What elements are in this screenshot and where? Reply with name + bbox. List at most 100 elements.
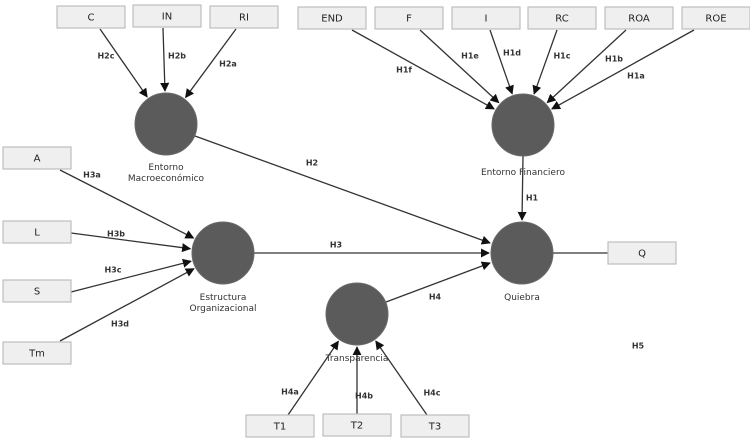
hypothesis-label-h4b: H4b [355,392,373,401]
latent-circle[interactable] [134,92,198,156]
path-roa-fin [546,29,627,104]
path-end-fin [351,29,495,110]
indicator-t1[interactable]: T1 [245,414,315,438]
indicator-label: ROA [628,14,650,25]
latent-circle[interactable] [325,282,389,346]
latent-circle[interactable] [490,221,554,285]
indicator-s[interactable]: S [2,279,72,303]
path-l-estr [70,232,192,253]
indicator-box[interactable] [245,414,315,438]
indicator-label: Q [638,249,646,260]
latent-fin[interactable]: Entorno Financiero [481,93,565,178]
indicator-a[interactable]: A [2,146,72,170]
latent-circle[interactable] [491,93,555,157]
indicator-f[interactable]: F [374,6,444,30]
hypothesis-label-h3b: H3b [107,230,125,239]
indicator-l[interactable]: L [2,220,72,244]
path-macro-quiebra [194,135,491,245]
path-t1-transp [287,340,339,416]
path-transp-quiebra [385,261,491,303]
indicator-in[interactable]: IN [132,4,202,28]
indicator-label: END [321,14,343,25]
hypothesis-label-h2: H2 [306,159,318,168]
indicator-label: C [88,13,95,24]
path-fin-quiebra [517,155,527,221]
latent-quiebra[interactable]: Quiebra [490,221,554,303]
indicator-label: ROE [705,14,726,25]
hypothesis-label-h1a: H1a [627,72,645,81]
indicator-t2[interactable]: T2 [322,413,392,437]
hypothesis-label-h1f: H1f [396,66,412,75]
hypothesis-label-h1d: H1d [503,49,521,58]
indicator-box[interactable] [56,5,126,29]
path-f-fin [419,29,500,104]
path-a-estr [59,169,195,239]
path-s-estr [70,258,192,293]
indicator-box[interactable] [132,4,202,28]
indicator-t3[interactable]: T3 [400,414,470,438]
hypothesis-label-h3c: H3c [104,266,121,275]
path-i-fin [489,29,514,95]
hypothesis-label-h3a: H3a [83,171,101,180]
indicator-box[interactable] [322,413,392,437]
indicator-box[interactable] [607,241,677,265]
indicator-box[interactable] [2,146,72,170]
indicator-tm[interactable]: Tm [2,341,72,365]
path-t3-transp [375,340,428,416]
indicator-box[interactable] [451,6,521,30]
indicator-box[interactable] [209,5,279,29]
hypothesis-label-h3: H3 [330,241,342,250]
path-c-macro [99,28,148,98]
indicator-label: IN [162,12,172,23]
latent-label: Entorno Financiero [481,168,565,178]
indicator-box[interactable] [2,220,72,244]
hypothesis-label-h4c: H4c [423,389,440,398]
indicator-label: A [34,154,41,165]
indicator-rc[interactable]: RC [527,6,597,30]
indicator-roa[interactable]: ROA [604,6,674,30]
indicator-label: L [34,228,40,239]
path-ri-macro [185,28,237,99]
latent-label: Quiebra [504,293,540,303]
indicator-label: RI [239,13,249,24]
indicator-box[interactable] [400,414,470,438]
hypothesis-label-h1: H1 [526,194,539,203]
hypothesis-label-h1e: H1e [461,52,479,61]
paths-layer [59,27,695,416]
path-tm-estr [59,268,195,342]
indicator-label: Tm [28,349,45,360]
indicator-c[interactable]: C [56,5,126,29]
indicator-box[interactable] [2,341,72,365]
indicator-label: T1 [273,422,286,433]
indicator-box[interactable] [527,6,597,30]
hypothesis-label-h2b: H2b [168,52,186,61]
indicator-box[interactable] [2,279,72,303]
indicator-q[interactable]: Q [607,241,677,265]
indicator-label: S [34,287,40,298]
hypothesis-label-h2c: H2c [97,52,114,61]
indicator-label: T3 [428,422,441,433]
indicator-box[interactable] [297,6,367,30]
indicator-roe[interactable]: ROE [681,6,750,30]
hypothesis-label-h5: H5 [632,342,645,351]
indicator-label: F [406,14,412,25]
indicator-box[interactable] [681,6,750,30]
hypothesis-label-h4: H4 [429,293,442,302]
latent-transp[interactable]: Transparencia [325,282,389,364]
indicator-end[interactable]: END [297,6,367,30]
indicator-box[interactable] [374,6,444,30]
latent-circle[interactable] [191,221,255,285]
latent-label: Transparencia [325,354,389,364]
indicator-box[interactable] [604,6,674,30]
path-roe-fin [551,29,695,110]
indicator-ri[interactable]: RI [209,5,279,29]
indicator-i[interactable]: I [451,6,521,30]
hypothesis-label-h4a: H4a [281,388,299,397]
